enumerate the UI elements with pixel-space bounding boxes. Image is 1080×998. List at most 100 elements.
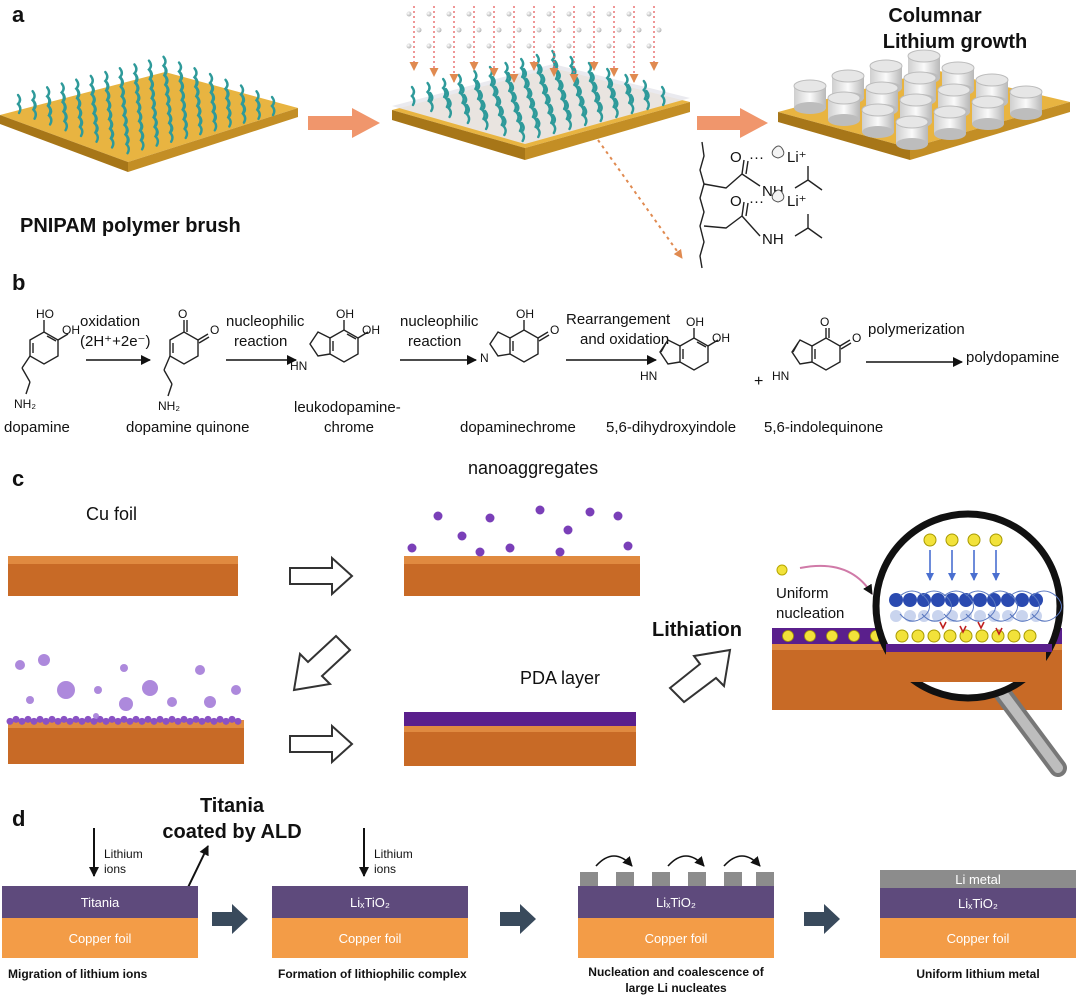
caption-1: Migration of lithium ions	[8, 967, 148, 981]
lithium-ions-falling	[406, 6, 662, 83]
pnipam-li-structure	[699, 141, 823, 269]
svg-text:N: N	[480, 351, 489, 365]
svg-text:Copper foil: Copper foil	[947, 931, 1010, 946]
label-leuko-1: leukodopamine-	[294, 399, 401, 416]
panel-letter-a: a	[12, 2, 25, 27]
svg-text:Rearrangement: Rearrangement	[566, 311, 671, 328]
aggregate-particles	[6, 654, 242, 725]
quinone-molecule	[163, 320, 210, 397]
svg-text:HN: HN	[290, 359, 307, 373]
svg-text:Titania: Titania	[81, 895, 120, 910]
svg-text:OH: OH	[686, 315, 704, 329]
svg-text:O: O	[730, 193, 742, 210]
svg-text:nucleophilic: nucleophilic	[226, 313, 305, 330]
hollow-arrow-right-1	[289, 555, 354, 597]
uniform-label-1: Uniform	[776, 585, 829, 602]
label-dhi: 5,6-dihydroxyindole	[606, 419, 736, 436]
svg-text:O: O	[210, 323, 219, 337]
caption-3-2: large Li nucleates	[625, 981, 727, 995]
stack-3: LiₓTiO₂ Copper foil Nucleation and coale…	[578, 855, 774, 995]
leuko-molecule	[309, 320, 369, 363]
svg-text:NH₂: NH₂	[14, 397, 36, 411]
nanoaggregate-dots	[407, 505, 633, 557]
panel-d: d Titania coated by ALD Lithium ions Tit…	[2, 795, 1076, 995]
dopamine-molecule	[21, 320, 69, 395]
pda-layer-label: PDA layer	[520, 668, 600, 688]
svg-text:Li⁺: Li⁺	[787, 149, 807, 166]
svg-text:HN: HN	[772, 369, 789, 383]
label-leuko-2: chrome	[324, 419, 374, 436]
titania-coated-2: coated by ALD	[162, 821, 301, 843]
plus-sign: +	[754, 373, 763, 390]
svg-text:Copper foil: Copper foil	[339, 931, 402, 946]
cu-foil-label: Cu foil	[86, 504, 137, 524]
svg-text:ions: ions	[374, 862, 396, 876]
svg-text:···: ···	[749, 193, 764, 210]
growth-title-1: Columnar	[888, 5, 982, 27]
columnar-substrate	[778, 49, 1070, 160]
iq-molecule	[791, 328, 852, 371]
svg-text:OH: OH	[362, 323, 380, 337]
svg-text:(2H⁺+2e⁻): (2H⁺+2e⁻)	[80, 333, 150, 350]
svg-text:Lithium: Lithium	[104, 847, 143, 861]
svg-text:and oxidation: and oxidation	[580, 331, 669, 348]
process-arrow-1	[308, 108, 380, 138]
chem-labels: O ··· Li⁺ NH O ··· Li⁺ NH	[730, 145, 807, 248]
brush-substrate	[0, 55, 298, 172]
svg-text:nucleophilic: nucleophilic	[400, 313, 479, 330]
curved-arrow	[799, 564, 873, 595]
svg-text:O: O	[730, 149, 742, 166]
caption-2: Formation of lithiophilic complex	[278, 967, 467, 981]
process-arrow-2	[697, 108, 768, 138]
dopaminechrome-molecule	[489, 320, 550, 363]
zoom-dotted-arrow	[597, 139, 683, 259]
magnified-interface	[886, 533, 1062, 682]
titania-coated-1: Titania	[200, 795, 265, 817]
svg-text:reaction: reaction	[408, 333, 461, 350]
label-iq: 5,6-indolequinone	[764, 419, 883, 436]
svg-text:Li⁺: Li⁺	[787, 193, 807, 210]
lithiation-label: Lithiation	[652, 619, 742, 641]
svg-text:OH: OH	[62, 323, 80, 337]
stack-1: Lithium ions Titania Copper foil Migrati…	[2, 828, 198, 981]
svg-text:Lithium: Lithium	[374, 847, 413, 861]
magnifier	[872, 510, 1067, 777]
svg-text:LiₓTiO₂: LiₓTiO₂	[350, 895, 390, 910]
svg-text:OH: OH	[712, 331, 730, 345]
deposition-substrate	[392, 6, 690, 160]
hollow-arrow-right-2	[289, 723, 354, 765]
label-quinone: dopamine quinone	[126, 419, 249, 436]
svg-text:OH: OH	[516, 307, 534, 321]
svg-text:NH: NH	[762, 231, 784, 248]
svg-text:oxidation: oxidation	[80, 313, 140, 330]
svg-text:Copper foil: Copper foil	[69, 931, 132, 946]
polymer-brushes	[16, 55, 276, 155]
cu-with-pda	[404, 712, 636, 766]
stack-4: Li metal LiₓTiO₂ Copper foil Uniform lit…	[880, 870, 1076, 981]
panel-c: c Cu foil nanoaggregates PDA	[6, 458, 1067, 777]
svg-text:NH₂: NH₂	[158, 399, 180, 413]
svg-text:ions: ions	[104, 862, 126, 876]
growth-title-2: Lithium growth	[883, 31, 1027, 53]
panel-letter-b: b	[12, 270, 25, 295]
svg-text:O: O	[178, 307, 187, 321]
caption-4: Uniform lithium metal	[916, 967, 1039, 981]
svg-text:Li metal: Li metal	[955, 872, 1001, 887]
svg-text:LiₓTiO₂: LiₓTiO₂	[656, 895, 696, 910]
panel-letter-c: c	[12, 466, 24, 491]
svg-text:polymerization: polymerization	[868, 321, 965, 338]
svg-text:Copper foil: Copper foil	[645, 931, 708, 946]
label-dopaminechrome: dopaminechrome	[460, 419, 576, 436]
brush-label: PNIPAM polymer brush	[20, 215, 241, 237]
dark-arrow-2	[500, 904, 536, 934]
hollow-arrow-diag-up	[668, 648, 732, 704]
dark-arrow-1	[212, 904, 248, 934]
lithium-columns	[793, 49, 1043, 150]
li-nuclei	[580, 872, 774, 886]
stack-2: Lithium ions LiₓTiO₂ Copper foil Formati…	[272, 828, 468, 981]
svg-text:O: O	[820, 315, 829, 329]
label-polydopamine: polydopamine	[966, 349, 1059, 366]
panel-a: a PNIPAM polymer brush	[0, 2, 1070, 269]
polymer-brushes-2	[410, 49, 666, 143]
